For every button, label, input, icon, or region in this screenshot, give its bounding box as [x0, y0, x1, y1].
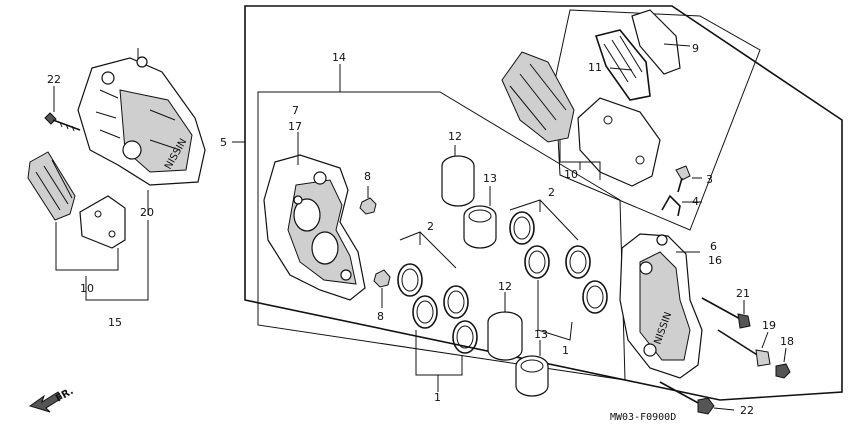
- callout-20: 20: [140, 206, 154, 219]
- bracket-10-right: [559, 140, 601, 180]
- front-label: FR.: [54, 386, 76, 405]
- pad-spring-9: [631, 9, 691, 75]
- callout-12-top: 12: [448, 130, 462, 143]
- brake-pads-right: [501, 51, 661, 187]
- callout-22-right: 22: [740, 404, 754, 417]
- callout-11: 11: [588, 61, 602, 74]
- piston-13b: [515, 340, 549, 397]
- bracket-10-left: [55, 222, 119, 271]
- callout-3: 3: [706, 173, 713, 186]
- callout-13-bottom: 13: [534, 328, 548, 341]
- brake-pads-left: [27, 151, 126, 249]
- piston-12b: [487, 292, 523, 361]
- pin-clip-4: [661, 194, 702, 217]
- pad-shim-11: [594, 29, 651, 101]
- bolt-22-left: [44, 86, 81, 132]
- callout-2-left: 2: [427, 220, 434, 233]
- callout-8-top: 8: [364, 170, 371, 183]
- callout-1-left: 1: [434, 391, 441, 404]
- callout-13-top: 13: [483, 172, 497, 185]
- callout-17: 17: [288, 120, 302, 133]
- seal-set-2a: [397, 263, 478, 354]
- pad-pin-3: [675, 165, 702, 193]
- assembly-outline-5: [244, 5, 843, 401]
- callout-4: 4: [692, 195, 699, 208]
- callout-5: 5: [220, 136, 227, 149]
- callout-21: 21: [736, 287, 750, 300]
- bolt-22-right: [659, 381, 735, 415]
- callout-19: 19: [762, 319, 776, 332]
- bleeder-screw-8b: [373, 269, 391, 308]
- seal-set-2b: [509, 211, 608, 314]
- callout-12-bottom: 12: [498, 280, 512, 293]
- callout-1-right: 1: [562, 344, 569, 357]
- bracket-15-left: [85, 190, 149, 301]
- piston-13a: [463, 186, 497, 249]
- callout-2-right: 2: [548, 186, 555, 199]
- callout-18: 18: [780, 335, 794, 348]
- callout-9: 9: [692, 42, 699, 55]
- caliper-assembly-left: NISSIN: [77, 48, 206, 186]
- callout-10-right: 10: [564, 168, 578, 181]
- caliper-half-7: [263, 154, 366, 301]
- callout-22-left: 22: [47, 73, 61, 86]
- callout-16: 16: [708, 254, 722, 267]
- callout-15: 15: [108, 316, 122, 329]
- bolt-19: [717, 329, 771, 367]
- bleeder-screw-8a: [359, 186, 377, 215]
- callout-10-left: 10: [80, 282, 94, 295]
- callout-6: 6: [710, 240, 717, 253]
- piston-12a: [441, 145, 475, 207]
- front-direction-arrow: [28, 391, 63, 413]
- callout-14: 14: [332, 51, 346, 64]
- caliper-half-6: NISSIN: [619, 233, 703, 379]
- diagram-code: MW03-F0900D: [610, 412, 676, 423]
- callout-8-bottom: 8: [377, 310, 384, 323]
- callout-7: 7: [292, 104, 299, 117]
- bolt-21: [701, 297, 751, 329]
- nut-18: [775, 347, 791, 379]
